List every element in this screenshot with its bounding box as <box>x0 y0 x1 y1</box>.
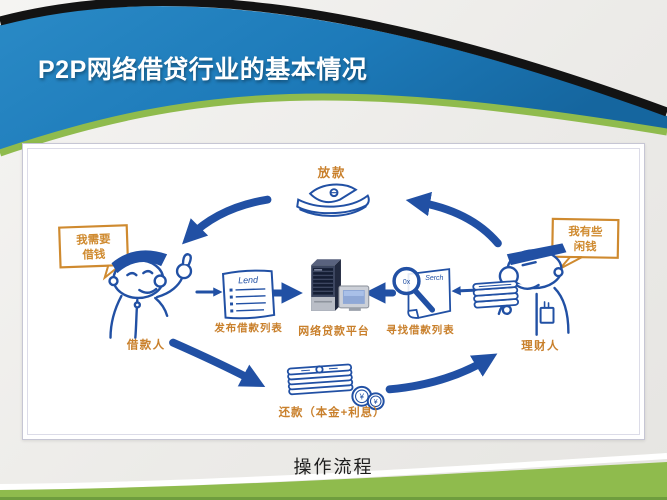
p2p-flow-diagram: 放款 我需要 借钱 <box>58 165 620 419</box>
banner-green-curve <box>0 93 667 157</box>
footer-white-curve <box>0 453 667 490</box>
header-swoosh-graphic <box>0 0 667 157</box>
platform-server-icon <box>311 259 370 311</box>
disburse-cash-pile-icon <box>296 183 370 217</box>
arrow-repay-to-investor-icon <box>385 353 498 394</box>
repayment-label: 还款（本金+利息） <box>278 405 386 419</box>
borrower-bubble-line1: 我需要 <box>76 232 111 247</box>
loan-list-document-icon: Lend <box>221 269 276 320</box>
banner-black-curve <box>0 0 667 117</box>
lens-mark-text: 0x <box>403 279 411 286</box>
platform-label: 网络贷款平台 <box>298 324 369 338</box>
investor-label: 理财人 <box>521 339 560 353</box>
investor-speech-bubble: 我有些 闲钱 <box>551 217 620 270</box>
borrower-bubble-line2: 借钱 <box>81 247 106 262</box>
search-list-label: 寻找借款列表 <box>386 324 454 337</box>
coin-symbol-1: ¥ <box>360 392 365 401</box>
footer-green-dark-edge <box>0 497 667 500</box>
coin-symbol-2: ¥ <box>374 399 378 406</box>
investor-bubble-line1: 我有些 <box>568 224 603 239</box>
slide-caption: 操作流程 <box>293 457 374 477</box>
content-panel: 放款 我需要 借钱 <box>22 143 645 440</box>
page-title: P2P网络借贷行业的基本情况 <box>38 56 368 84</box>
banner-blue-band <box>0 6 667 154</box>
arrow-disburse-to-borrower-icon <box>182 195 272 245</box>
disburse-label: 放款 <box>317 165 347 180</box>
footer-green-band <box>0 462 667 500</box>
borrower-figure <box>108 250 193 339</box>
arrow-borrower-to-repay-icon <box>169 338 266 387</box>
publish-list-label: 发布借款列表 <box>213 322 282 335</box>
investor-figure <box>472 243 570 336</box>
footer-swoosh-graphic <box>0 453 667 500</box>
repayment-cash-icon: ¥ ¥ <box>286 363 385 411</box>
search-note-text: Serch <box>425 275 443 282</box>
arrow-investor-to-disburse-icon <box>405 191 502 248</box>
investor-bubble-line2: 闲钱 <box>574 239 598 253</box>
document-title-text: Lend <box>238 275 259 286</box>
content-panel-frame <box>27 148 640 435</box>
borrower-label: 借款人 <box>126 338 166 352</box>
search-magnifier-icon: Serch 0x <box>392 266 452 319</box>
borrower-speech-bubble: 我需要 借钱 <box>58 224 130 281</box>
